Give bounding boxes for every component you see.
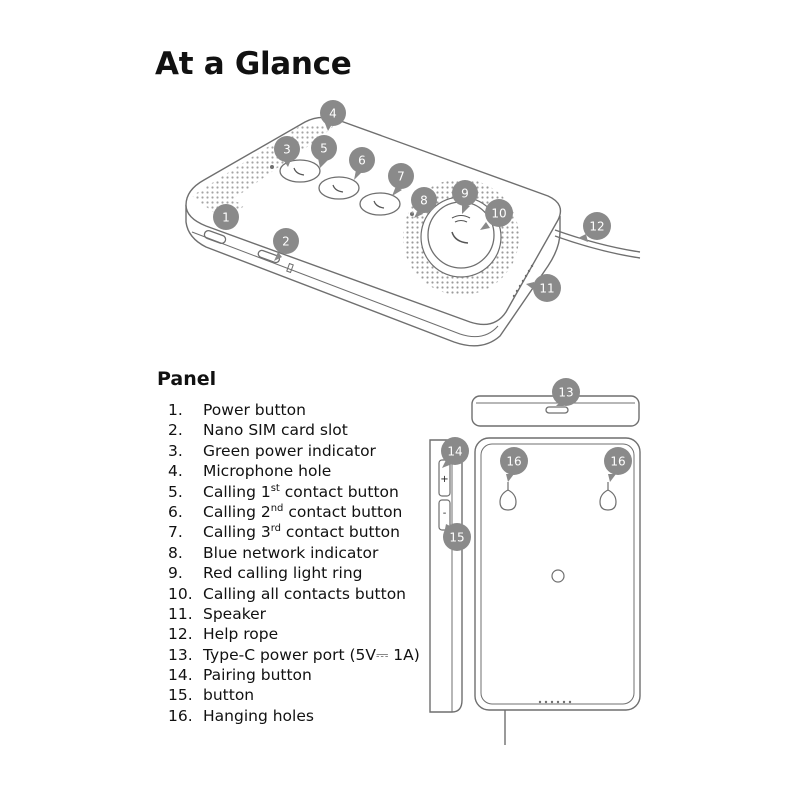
svg-text:16: 16 [610, 455, 625, 469]
svg-text:7: 7 [397, 170, 405, 184]
callout-11: 11 [526, 274, 561, 302]
legend-item: 12.Help rope [168, 625, 279, 644]
sim-card-slot [257, 249, 281, 264]
contact-3-button [359, 192, 401, 216]
back-speaker-dots [538, 700, 572, 704]
device-back-view [474, 437, 641, 745]
callout-4: 4 [320, 100, 346, 131]
legend-item: 2.Nano SIM card slot [168, 421, 348, 440]
legend-item: 8.Blue network indicator [168, 543, 379, 562]
svg-text:13: 13 [558, 386, 573, 400]
svg-text:16: 16 [506, 455, 521, 469]
callout-3: 3 [274, 136, 300, 167]
svg-text:5: 5 [320, 142, 328, 156]
svg-text:10: 10 [491, 207, 506, 221]
callout-9: 9 [452, 180, 478, 214]
legend-item: 16.Hanging holes [168, 706, 314, 725]
svg-text:14: 14 [447, 445, 462, 459]
side-speaker-holes [512, 264, 534, 298]
component-legend: 1.Power button 2.Nano SIM card slot 3.Gr… [168, 400, 420, 726]
legend-item: 6.Calling 2nd contact button [168, 502, 403, 521]
panel-heading: Panel [157, 368, 217, 390]
sim-eject-hole [286, 262, 294, 274]
callout-16-right: 16 [604, 447, 632, 482]
signal-waves-icon [451, 214, 471, 223]
callout-14: 14 [441, 437, 469, 468]
legend-item: 1.Power button [168, 401, 306, 419]
callout-12: 12 [578, 212, 611, 242]
svg-text:11: 11 [539, 282, 554, 296]
callout-13: 13 [552, 378, 580, 406]
legend-item: 10.Calling all contacts button [168, 584, 406, 603]
svg-text:8: 8 [420, 194, 428, 208]
callout-15: 15 [443, 523, 471, 551]
callout-10: 10 [480, 199, 513, 230]
contact-2-button [318, 176, 360, 200]
plus-label: + [440, 474, 448, 485]
callout-16-left: 16 [500, 447, 528, 482]
legend-item: 9.Red calling light ring [168, 564, 363, 583]
legend-item: 4.Microphone hole [168, 462, 332, 481]
legend-item: 13.Type-C power port (5V⎓ 1A) [168, 645, 420, 664]
svg-text:2: 2 [282, 235, 290, 249]
callout-5: 5 [311, 135, 337, 168]
svg-text:9: 9 [461, 187, 469, 201]
microphone-grille [192, 124, 336, 222]
callout-2: 2 [273, 228, 299, 261]
callout-7: 7 [388, 163, 414, 196]
legend-item: 11.Speaker [168, 604, 267, 623]
call-all-button [427, 201, 495, 269]
svg-text:15: 15 [449, 531, 464, 545]
type-c-port [545, 406, 569, 414]
callout-6: 6 [349, 147, 375, 180]
hanging-holes [499, 482, 617, 511]
callout-8: 8 [411, 187, 437, 218]
contact-1-button [279, 159, 321, 183]
legend-item: 7.Calling 3rd contact button [168, 523, 400, 542]
legend-item: 15.button [168, 686, 255, 705]
svg-text:12: 12 [589, 220, 604, 234]
center-hole [551, 569, 565, 583]
phone-icon [332, 184, 344, 193]
legend-item: 3.Green power indicator [168, 441, 376, 460]
callouts: 1 2 3 4 5 6 7 8 9 10 11 12 13 14 15 16 1… [213, 100, 632, 551]
svg-text:3: 3 [283, 143, 291, 157]
callout-1: 1 [213, 204, 239, 230]
legend-item: 14.Pairing button [168, 666, 312, 685]
phone-icon [373, 200, 385, 209]
page-title: At a Glance [155, 46, 352, 82]
help-rope [554, 229, 641, 253]
svg-text:6: 6 [358, 154, 366, 168]
device-side-view: + - [429, 439, 463, 713]
phone-icon [451, 231, 469, 244]
minus-label: - [443, 508, 447, 519]
volume-button [438, 499, 451, 531]
power-button [203, 229, 227, 245]
green-power-indicator [270, 165, 274, 169]
svg-text:4: 4 [329, 107, 337, 121]
legend-item: 5.Calling 1st contact button [168, 482, 399, 501]
phone-icon [293, 167, 305, 176]
svg-text:1: 1 [222, 211, 230, 225]
